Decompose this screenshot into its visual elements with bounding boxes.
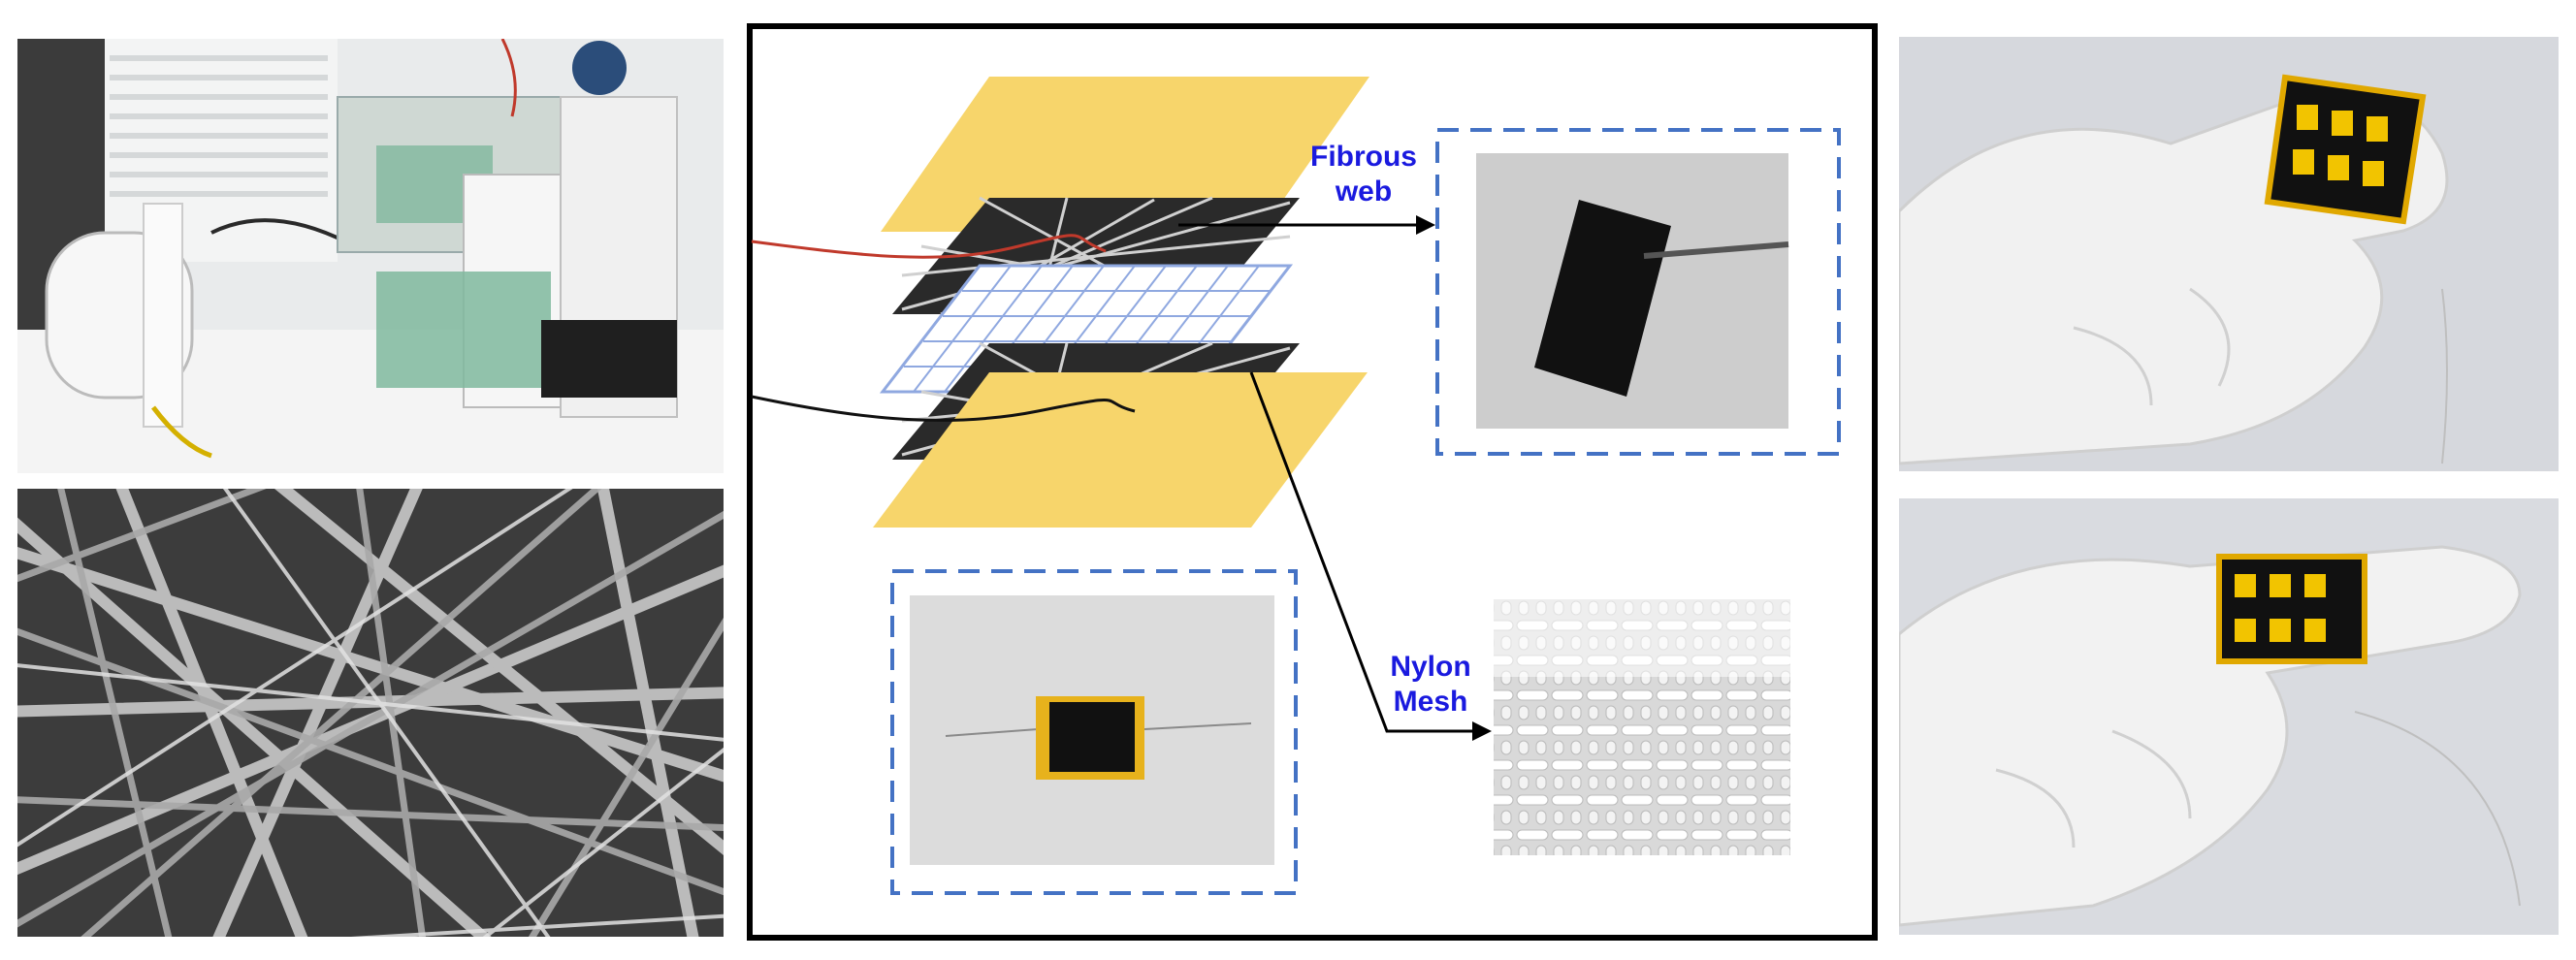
black-wire [751,395,1136,422]
fiber-sem-image [17,489,724,937]
nylon-mesh-texture-image [1494,599,1790,855]
red-wire [751,234,1107,259]
nylon-mesh-label-line2: Mesh [1393,686,1468,718]
fibrous-web-label-line1: Fibrous [1310,141,1417,173]
fibrous-web-sample-photo [1476,153,1789,429]
electrospinning-setup-photo [17,39,724,473]
sensor-sample-photo [910,595,1274,865]
bottom-electrode-layer [873,372,1368,528]
fibrous-web-label: Fibrous web [1296,140,1432,209]
sensor-on-finger-straight [2264,74,2427,225]
sensor-layer-schematic [747,23,1878,941]
nylon-mesh-label-line1: Nylon [1390,651,1471,683]
fibrous-web-dashed-box [1435,128,1841,456]
glove-finger-straight-photo [1899,37,2559,471]
sensor-on-finger-bent [2216,554,2367,664]
sensor-sample-dashed-box [890,569,1298,895]
nylon-mesh-label: Nylon Mesh [1377,650,1484,720]
fibrous-web-label-line2: web [1335,176,1393,208]
top-electrode-layer [881,77,1369,232]
glove-finger-bent-photo [1899,498,2559,935]
